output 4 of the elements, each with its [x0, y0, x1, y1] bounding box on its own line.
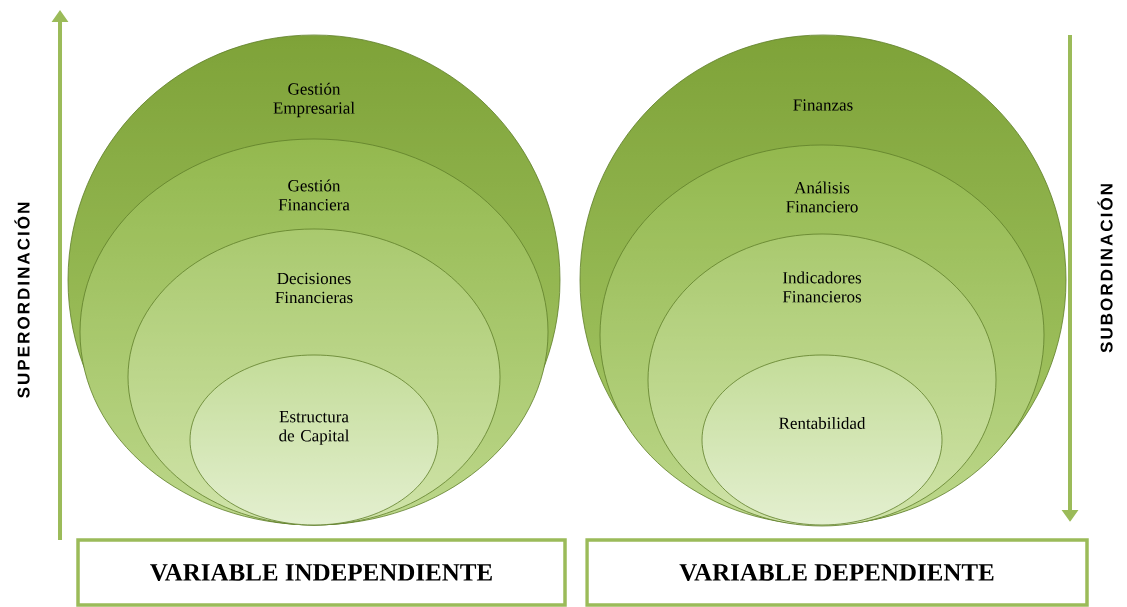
label-box: VARIABLE DEPENDIENTE [585, 538, 1089, 607]
label-box: VARIABLE INDEPENDIENTE [76, 538, 567, 607]
axis-label: SUPERORDINACIÓN [14, 202, 30, 398]
axis-label: SUBORDINACIÓN [1097, 184, 1113, 353]
